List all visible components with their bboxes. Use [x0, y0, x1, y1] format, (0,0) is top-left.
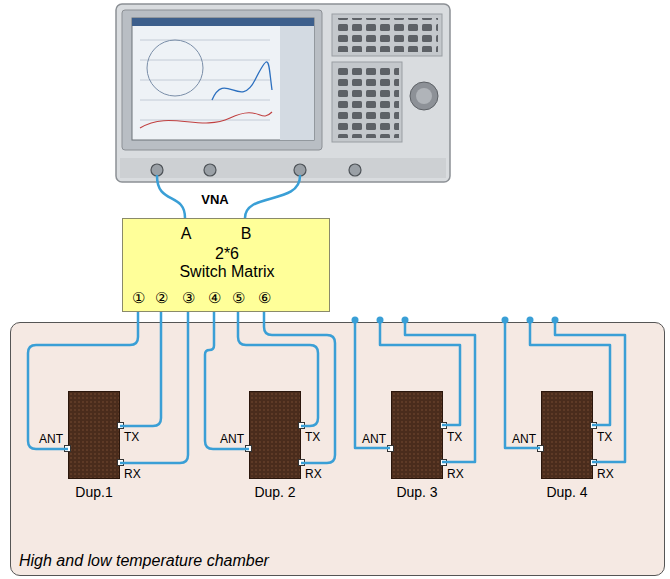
vna-body	[116, 4, 450, 182]
port-label: TX	[597, 431, 612, 445]
vna-bezel	[122, 10, 322, 150]
temperature-chamber: Dup.1ANTTXRXDup. 2ANTTXRXDup. 3ANTTXRXDu…	[10, 322, 665, 576]
port-label: ANT	[220, 433, 244, 447]
duplexer-body	[249, 391, 301, 479]
vna-instrument	[116, 4, 450, 182]
cable	[245, 176, 300, 218]
rf-cable	[238, 312, 318, 426]
port-label: TX	[305, 431, 320, 445]
duplexer-box: Dup. 4ANTTXRX	[541, 391, 593, 479]
cable-ends	[352, 317, 559, 324]
duplexer-body	[541, 391, 593, 479]
vna-keys	[336, 18, 438, 52]
cable	[355, 320, 390, 448]
vna-trace	[212, 62, 272, 100]
vna-port-strip	[120, 158, 446, 178]
port-label: ANT	[512, 433, 536, 447]
port-label: B	[241, 225, 252, 243]
matrix-title: 2*6	[215, 245, 239, 263]
port-number: ⑤	[232, 289, 245, 306]
port-number: ⑥	[258, 289, 271, 306]
rf-cable	[120, 312, 161, 426]
vna-ports	[151, 164, 361, 176]
vna-smith-chart	[147, 40, 203, 96]
matrix-title: Switch Matrix	[179, 263, 274, 281]
duplexer-label: Dup.1	[75, 484, 112, 500]
cable	[405, 320, 475, 462]
port-label: TX	[447, 431, 462, 445]
port-label: ANT	[362, 433, 386, 447]
duplexer-box: Dup. 2ANTTXRX	[249, 391, 301, 479]
vna-knob	[416, 88, 432, 104]
port-label: RX	[447, 468, 464, 482]
port-number: ②	[155, 289, 168, 306]
switch-matrix-box: A B2*6Switch Matrix ①②③④⑤⑥	[122, 218, 330, 312]
unconnected-cables	[355, 320, 625, 462]
port-label: ANT	[39, 433, 63, 447]
duplexer-body	[68, 391, 120, 479]
port-number: ①	[132, 289, 145, 306]
duplexer-box: Dup. 3ANTTXRX	[391, 391, 443, 479]
vna-screen	[132, 18, 314, 140]
vna-panel	[332, 14, 442, 56]
vna-trace	[140, 112, 272, 128]
vna-keypad	[335, 66, 399, 138]
vna-softkeys	[280, 26, 314, 140]
instrument-label: VNA	[201, 193, 228, 208]
port-label: RX	[124, 468, 141, 482]
vna-knob	[410, 82, 438, 110]
vna-grid	[140, 40, 270, 120]
rf-cable	[264, 312, 335, 463]
duplexer-label: Dup. 4	[546, 484, 587, 500]
port-label: RX	[597, 468, 614, 482]
vna-menubar	[132, 18, 314, 26]
rf-cable	[28, 312, 138, 449]
chamber-caption: High and low temperature chamber	[19, 552, 269, 570]
port-number: ③	[182, 289, 195, 306]
duplexer-body	[391, 391, 443, 479]
port-label: RX	[305, 468, 322, 482]
rf-cable	[120, 312, 188, 463]
duplexer-label: Dup. 3	[396, 484, 437, 500]
cable	[555, 320, 625, 462]
vna-cables	[157, 176, 300, 218]
cable	[157, 176, 185, 218]
rf-cable	[205, 312, 249, 449]
port-number: ④	[208, 289, 221, 306]
port-label: TX	[124, 431, 139, 445]
vna-panel	[332, 62, 402, 142]
port-label: A	[181, 225, 192, 243]
duplexer-box: Dup.1ANTTXRX	[68, 391, 120, 479]
cable	[505, 320, 540, 448]
duplexer-label: Dup. 2	[254, 484, 295, 500]
